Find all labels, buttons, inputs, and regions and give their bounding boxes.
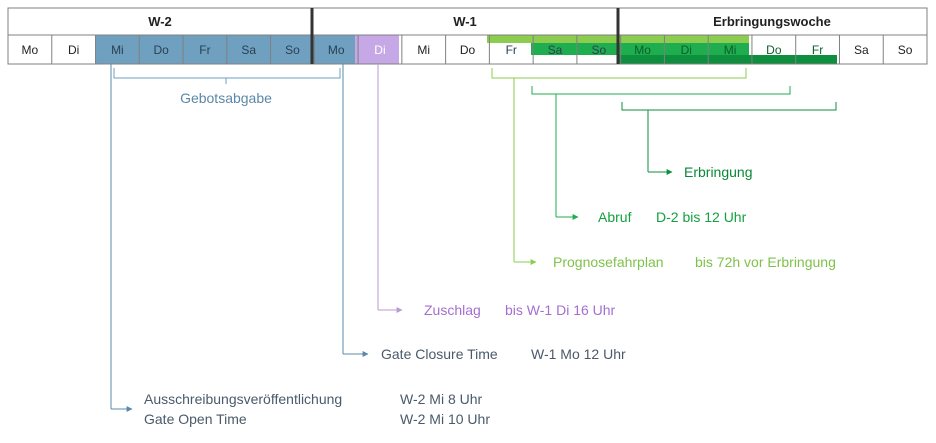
day-labels: Mo Di Mi Do Fr Sa So Mo Di Mi Do Fr Sa So Mo Di Mi Do Fr Sa… bbox=[22, 43, 913, 57]
day-label: So bbox=[591, 43, 606, 57]
gebotsabgabe-bracket bbox=[113, 68, 341, 84]
day-label: Di bbox=[374, 43, 385, 57]
week-label-w1: W-1 bbox=[453, 14, 477, 29]
fill-w2-mi-so bbox=[96, 35, 312, 64]
day-label: So bbox=[898, 43, 913, 57]
fill-w1-fr-prognose bbox=[487, 35, 618, 43]
day-label: Di bbox=[681, 43, 692, 57]
day-label: Mo bbox=[22, 43, 39, 57]
zuschlag-label: Zuschlag bbox=[424, 302, 481, 318]
fill-w1-mo bbox=[312, 35, 355, 64]
week-label-erbringungswoche: Erbringungswoche bbox=[713, 14, 831, 29]
abruf-value: D-2 bis 12 Uhr bbox=[656, 209, 747, 225]
fill-ew-mi-erbringung bbox=[706, 55, 749, 64]
fill-ew-do-fr-erbringung bbox=[749, 55, 837, 64]
gate-open-label: Gate Open Time bbox=[144, 411, 247, 427]
day-label: Mi bbox=[111, 43, 124, 57]
fill-w1-di bbox=[355, 35, 399, 64]
day-label: Mo bbox=[634, 43, 651, 57]
day-label: Fr bbox=[506, 43, 517, 57]
day-label: Do bbox=[153, 43, 169, 57]
timeline-grid bbox=[7, 7, 928, 65]
fill-ew-mo-di-abruf bbox=[618, 43, 706, 55]
day-label: Fr bbox=[812, 43, 823, 57]
day-label: Do bbox=[766, 43, 782, 57]
day-label: Mi bbox=[724, 43, 737, 57]
day-label: So bbox=[285, 43, 300, 57]
zuschlag-connector bbox=[377, 64, 403, 313]
prognose-bracket bbox=[491, 68, 747, 265]
erbringung-label: Erbringung bbox=[684, 164, 753, 180]
day-label: Sa bbox=[548, 43, 563, 57]
week-label-w2: W-2 bbox=[148, 14, 172, 29]
fill-ew-mi-abruf bbox=[706, 43, 749, 55]
day-fills bbox=[96, 35, 837, 64]
day-label: Fr bbox=[199, 43, 210, 57]
ausschreibung-value: W-2 Mi 8 Uhr bbox=[400, 391, 483, 407]
fill-ew-mo-mi-prognose bbox=[618, 35, 749, 43]
gate-open-value: W-2 Mi 10 Uhr bbox=[400, 411, 490, 427]
prognose-value: bis 72h vor Erbringung bbox=[695, 254, 836, 270]
day-label: Sa bbox=[854, 43, 869, 57]
abruf-bracket bbox=[531, 86, 791, 220]
fill-ew-mo-di-erbringung bbox=[618, 55, 706, 64]
zuschlag-value: bis W-1 Di 16 Uhr bbox=[505, 302, 616, 318]
day-label: Di bbox=[68, 43, 79, 57]
day-label: Mi bbox=[417, 43, 430, 57]
day-label: Sa bbox=[241, 43, 256, 57]
erbringung-bracket bbox=[621, 102, 837, 175]
gebotsabgabe-label: Gebotsabgabe bbox=[180, 90, 272, 106]
gate-open-connector bbox=[110, 64, 133, 412]
prognose-label: Prognosefahrplan bbox=[553, 254, 664, 270]
fill-w1-sa-so-abruf bbox=[531, 43, 618, 55]
day-label: Do bbox=[460, 43, 476, 57]
ausschreibung-label: Ausschreibungsveröffentlichung bbox=[144, 391, 342, 407]
gate-closure-connector bbox=[342, 64, 369, 357]
day-label: Mo bbox=[328, 43, 345, 57]
abruf-label: Abruf bbox=[598, 209, 632, 225]
gate-closure-value: W-1 Mo 12 Uhr bbox=[531, 346, 626, 362]
gate-closure-label: Gate Closure Time bbox=[381, 346, 498, 362]
